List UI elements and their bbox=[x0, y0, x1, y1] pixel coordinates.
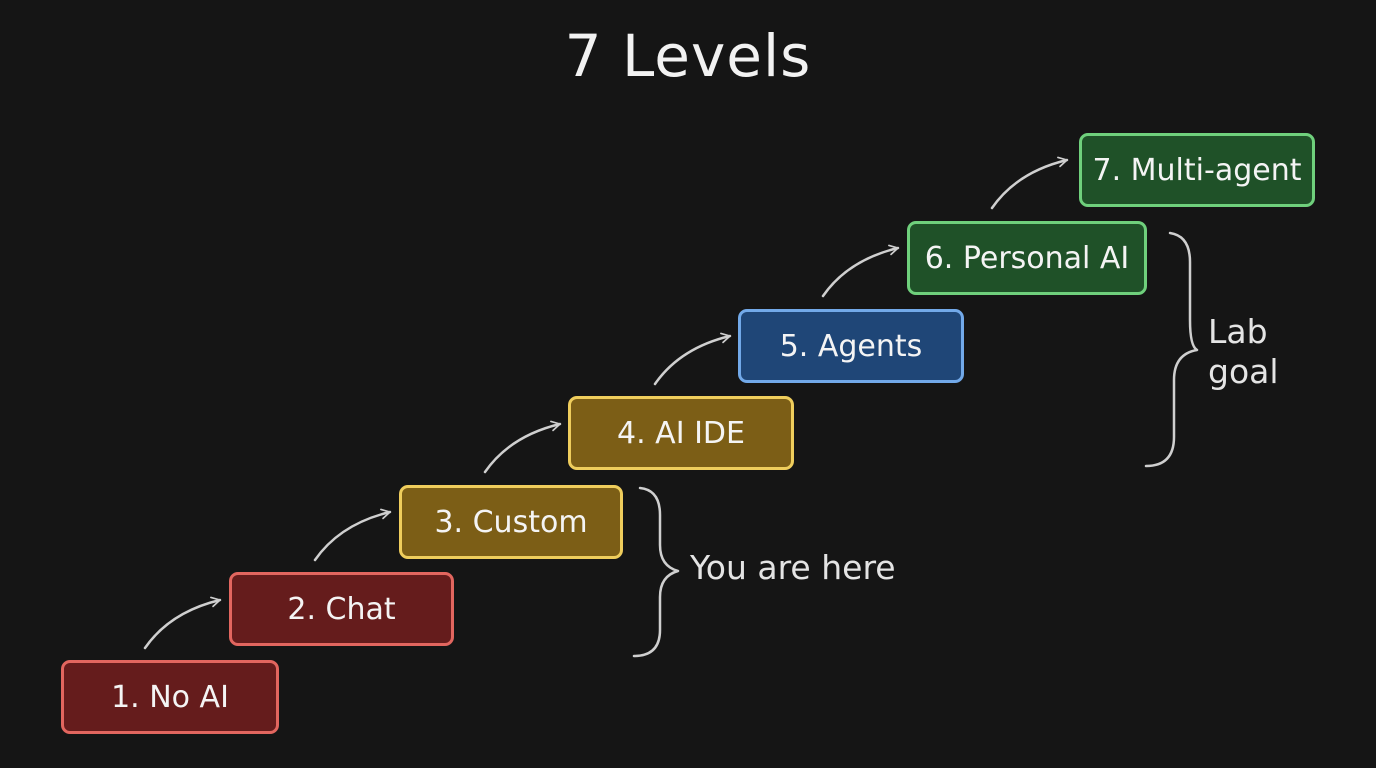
level-2-box: 2. Chat bbox=[229, 572, 454, 646]
level-2-label: 2. Chat bbox=[287, 591, 396, 627]
arrow-2-to-3 bbox=[313, 508, 392, 562]
level-1-box: 1. No AI bbox=[61, 660, 279, 734]
arrow-1-to-2 bbox=[143, 596, 222, 650]
lab-goal-note: Lab goal bbox=[1208, 312, 1328, 391]
lab-goal-line-2: goal bbox=[1208, 351, 1279, 391]
you-are-here-note: You are here bbox=[690, 548, 896, 587]
level-3-label: 3. Custom bbox=[434, 504, 588, 540]
level-5-box: 5. Agents bbox=[738, 309, 964, 383]
level-4-box: 4. AI IDE bbox=[568, 396, 794, 470]
level-6-label: 6. Personal AI bbox=[924, 240, 1130, 276]
level-6-box: 6. Personal AI bbox=[907, 221, 1147, 295]
brace-current bbox=[632, 486, 680, 658]
arrow-3-to-4 bbox=[483, 420, 562, 474]
level-7-label: 7. Multi-agent bbox=[1092, 152, 1302, 188]
lab-goal-line-1: Lab bbox=[1208, 312, 1268, 351]
level-3-box: 3. Custom bbox=[399, 485, 623, 559]
arrow-5-to-6 bbox=[821, 244, 900, 298]
level-4-label: 4. AI IDE bbox=[617, 415, 745, 451]
diagram-title: 7 Levels bbox=[564, 22, 812, 90]
brace-goal bbox=[1144, 231, 1199, 468]
level-5-label: 5. Agents bbox=[779, 328, 923, 364]
arrow-4-to-5 bbox=[653, 332, 732, 386]
arrow-6-to-7 bbox=[990, 156, 1069, 210]
level-7-box: 7. Multi-agent bbox=[1079, 133, 1315, 207]
level-1-label: 1. No AI bbox=[111, 679, 229, 715]
